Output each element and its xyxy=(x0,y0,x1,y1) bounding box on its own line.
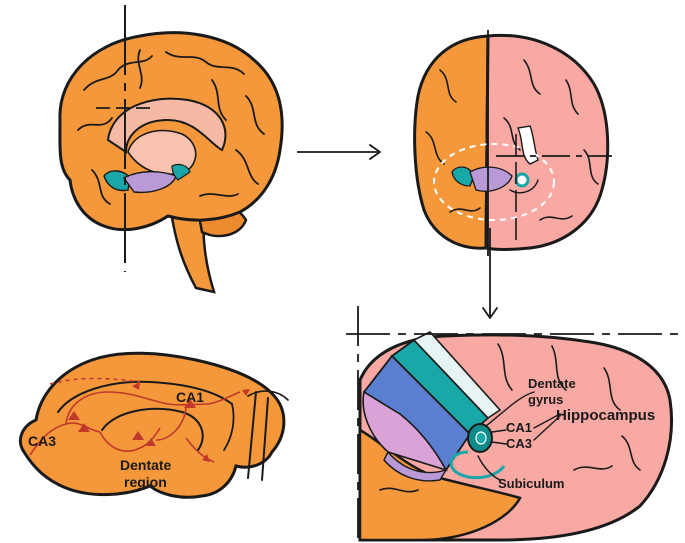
hippocampus-cylinder xyxy=(362,331,502,482)
flow-label-ca3: CA3 xyxy=(28,433,56,449)
flow-neurons xyxy=(68,382,250,462)
leader-ca3 xyxy=(491,441,507,445)
hippocampus-flow-panel: CA1 CA3 Dentate region xyxy=(19,351,289,499)
flow-arrowhead-3 xyxy=(202,454,210,462)
flow-arrowhead-2 xyxy=(242,389,250,396)
flow-arrowhead-1 xyxy=(132,382,140,390)
cross-label-ca3: CA3 xyxy=(506,436,532,451)
neuron-ca3-2 xyxy=(78,423,90,432)
neuron-dg-1 xyxy=(132,431,144,440)
sagittal-brain-panel xyxy=(58,5,284,294)
sagittal-teal-strip xyxy=(171,163,191,181)
coronal-ventricle xyxy=(517,125,539,165)
cross-section-orange-gyrus xyxy=(358,427,522,542)
cross-section-teal-curl xyxy=(449,450,506,480)
cross-label-dentate-line2: gyrus xyxy=(528,392,563,407)
leader-dentate xyxy=(485,391,535,427)
cross-section-end-inner xyxy=(475,431,487,445)
flow-cut-top xyxy=(247,390,289,401)
neuron-dg-2 xyxy=(146,438,156,446)
cross-label-hippocampus: Hippocampus xyxy=(556,407,655,424)
coronal-purple-hippocampus xyxy=(469,166,513,192)
flow-label-dentate-line1: Dentate xyxy=(120,457,172,473)
cross-section-gyri-lines xyxy=(379,343,641,493)
flow-inner-fold-right xyxy=(223,403,235,451)
flow-cut-line-2 xyxy=(261,397,269,481)
cylinder-purple-band xyxy=(383,450,448,482)
corpus-callosum-shape xyxy=(106,97,227,154)
coronal-teal-ring xyxy=(514,172,530,188)
coronal-left-hemisphere xyxy=(413,34,490,250)
sagittal-gyri-lines xyxy=(77,49,265,205)
flow-label-dentate-line2: region xyxy=(124,474,167,490)
arrow-to-coronal xyxy=(297,144,381,160)
hippocampus-flow-shape xyxy=(19,351,286,499)
flow-label-ca1: CA1 xyxy=(176,389,204,405)
coronal-arc xyxy=(509,179,539,194)
coronal-teal-region xyxy=(451,166,475,187)
cross-section-leader-lines xyxy=(477,391,561,481)
coronal-gyri-lines xyxy=(425,59,599,221)
cross-section-panel: Dentate gyrus CA1 CA3 Hippocampus Subicu… xyxy=(346,306,682,542)
neuron-ca1 xyxy=(184,399,196,408)
cross-label-ca1: CA1 xyxy=(506,420,532,435)
flow-cut-line-1 xyxy=(247,391,257,479)
cross-label-subiculum: Subiculum xyxy=(498,476,564,491)
coronal-brain-panel xyxy=(413,30,612,256)
neuron-ca3-1 xyxy=(68,411,80,420)
coronal-focus-ellipse xyxy=(433,143,555,221)
cross-label-dentate-line1: Dentate xyxy=(528,376,576,391)
leader-ca1 xyxy=(491,429,507,433)
leader-hippo-1 xyxy=(533,413,561,429)
leader-hippo-2 xyxy=(533,415,561,441)
arrow-to-cross-section xyxy=(482,228,498,319)
leader-subiculum xyxy=(477,455,501,481)
flow-inner-fold-mid xyxy=(101,407,204,451)
flow-inner-fold-top xyxy=(57,380,233,413)
